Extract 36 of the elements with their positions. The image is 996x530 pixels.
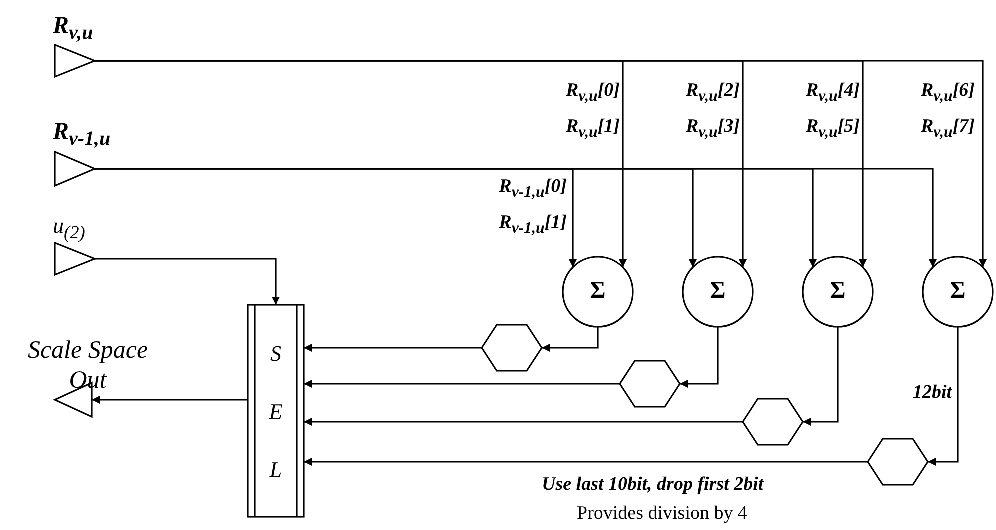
shifter-hexagon <box>620 361 680 407</box>
arrow <box>304 344 482 352</box>
bus-label: R$_{v,u}$[4] R$_{v,u}$[5] <box>804 79 860 143</box>
port-label: u$_{(2)}$ <box>53 214 86 244</box>
arrow <box>542 327 599 352</box>
bus-label: R$_{v,u}$[2] R$_{v,u}$[3] <box>684 79 740 143</box>
sigma-symbol: Σ <box>949 279 967 303</box>
bus-label: R$_{v,u}$[6] R$_{v,u}$[7] <box>920 79 975 143</box>
bus-label: 12bit <box>912 381 952 405</box>
bus-label: R$_{v,u}$[0] R$_{v,u}$[1] <box>564 79 620 143</box>
selector-block <box>248 305 304 517</box>
summer-circle <box>923 257 993 327</box>
summer-circle <box>803 257 873 327</box>
bus-label: R$_{v-1,u}$[0] R$_{v-1,u}$[1] <box>498 175 567 239</box>
arrow <box>92 396 248 404</box>
shifter-hexagon <box>482 325 542 371</box>
sigma-symbol: Σ <box>709 279 727 303</box>
arrow <box>304 458 868 466</box>
arrow <box>680 327 719 388</box>
block-label: S E L <box>268 340 284 484</box>
arrow <box>95 258 280 305</box>
note-text: Provides division by 4 <box>577 503 748 525</box>
sigma-symbol: Σ <box>829 279 847 303</box>
note-text: Use last 10bit, drop first 2bit <box>542 474 764 496</box>
arrow <box>304 418 743 426</box>
arrow <box>304 380 620 388</box>
port-label: Scale Space Out <box>26 336 150 396</box>
arrow <box>928 327 959 466</box>
port-label: R$_{v-1,u}$ <box>53 120 111 151</box>
port-label: R$_{v,u}$ <box>53 14 94 45</box>
shifter-hexagon <box>743 399 803 445</box>
summer-circle <box>683 257 753 327</box>
shifter-hexagon <box>868 439 928 485</box>
summer-circle <box>563 257 633 327</box>
arrow <box>803 327 839 426</box>
sigma-symbol: Σ <box>589 279 607 303</box>
